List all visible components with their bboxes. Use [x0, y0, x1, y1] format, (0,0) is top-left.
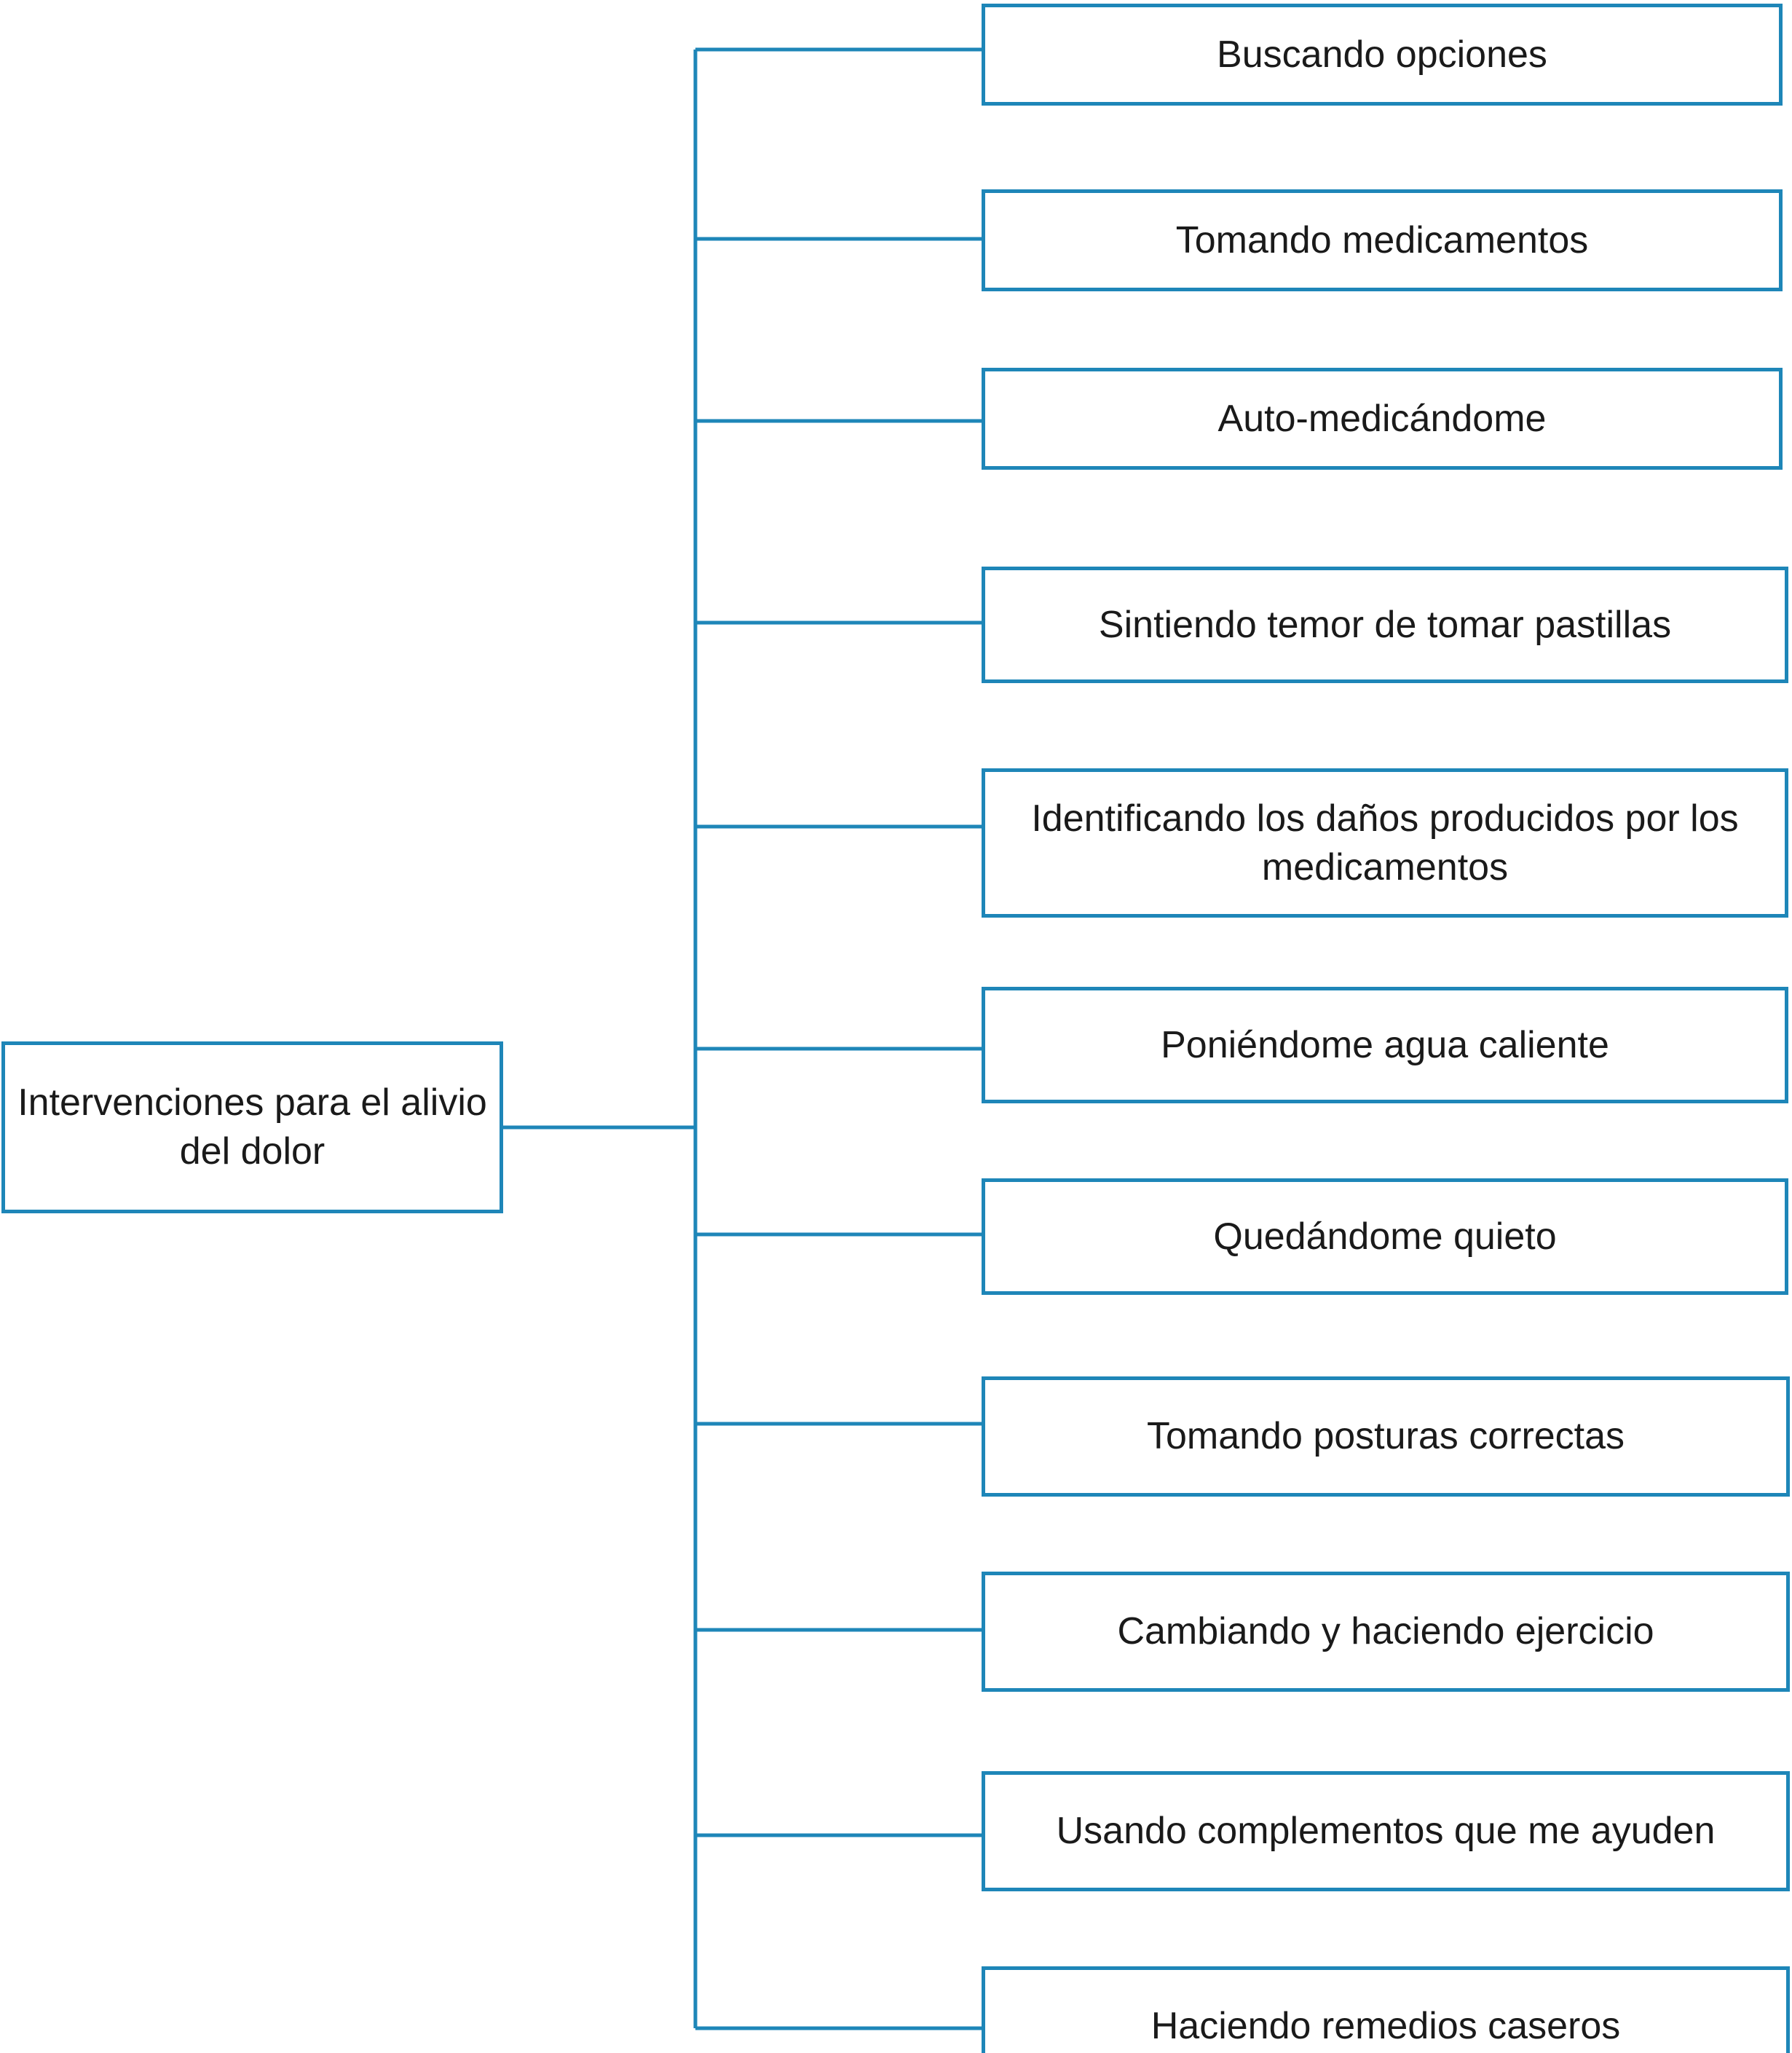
branch-node-9[interactable]: Cambiando y haciendo ejercicio — [982, 1572, 1790, 1692]
root-node[interactable]: Intervenciones para el alivio del dolor — [1, 1041, 503, 1213]
branch-node-2-label: Tomando medicamentos — [1175, 218, 1589, 261]
branch-node-3-label: Auto-medicándome — [1217, 397, 1547, 440]
branch-node-10-label: Usando complementos que me ayuden — [1056, 1810, 1716, 1853]
branch-node-9-label: Cambiando y haciendo ejercicio — [1117, 1610, 1654, 1653]
root-node-label: Intervenciones para el alivio del dolor — [17, 1081, 487, 1173]
branch-node-4-label: Sintiendo temor de tomar pastillas — [1098, 603, 1672, 646]
branch-node-8-label: Tomando posturas correctas — [1146, 1415, 1625, 1458]
branch-node-7-label: Quedándome quieto — [1213, 1215, 1557, 1258]
branch-node-6-label: Poniéndome agua caliente — [1161, 1023, 1609, 1066]
branch-node-8[interactable]: Tomando posturas correctas — [982, 1376, 1790, 1497]
branch-node-10[interactable]: Usando complementos que me ayuden — [982, 1771, 1790, 1891]
branch-node-11[interactable]: Haciendo remedios caseros — [982, 1966, 1790, 2053]
branch-node-5[interactable]: Identificando los daños producidos por l… — [982, 768, 1788, 918]
branch-node-1-label: Buscando opciones — [1217, 33, 1547, 76]
branch-node-4[interactable]: Sintiendo temor de tomar pastillas — [982, 567, 1788, 683]
branch-node-6[interactable]: Poniéndome agua caliente — [982, 987, 1788, 1103]
branch-node-1[interactable]: Buscando opciones — [982, 4, 1783, 106]
branch-node-5-label: Identificando los daños producidos por l… — [1031, 797, 1739, 888]
branch-node-3[interactable]: Auto-medicándome — [982, 368, 1783, 470]
branch-node-2[interactable]: Tomando medicamentos — [982, 189, 1783, 291]
branch-node-7[interactable]: Quedándome quieto — [982, 1178, 1788, 1295]
branch-node-11-label: Haciendo remedios caseros — [1150, 2005, 1621, 2048]
